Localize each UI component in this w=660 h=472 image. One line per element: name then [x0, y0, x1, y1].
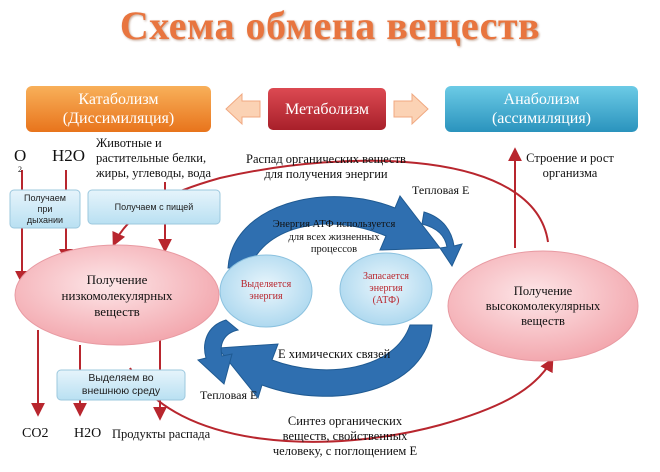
chem-bonds-label: Е химических связей [278, 347, 391, 361]
o2-label: O [14, 146, 27, 165]
food-box-label: Получаем с пищей [114, 201, 194, 212]
energy-top-arrow [227, 195, 441, 269]
breathing-box [9, 189, 81, 229]
o2-subscript: 2 [18, 165, 22, 174]
metabolism-label: Метаболизм [284, 100, 370, 118]
decay-products-label: Продукты распада [112, 427, 211, 441]
arrow-to-anabolism [393, 92, 429, 126]
page-title: Схема обмена веществ [119, 3, 541, 48]
metabolism-box [268, 88, 386, 130]
low-molecular-ellipse [14, 244, 220, 346]
arrow-to-catabolism [225, 92, 261, 126]
heat-bottom-arrow [196, 319, 240, 385]
catabolism-box [26, 86, 211, 132]
synthesis-cycle-arrow [129, 357, 554, 443]
high-molecular-ellipse [447, 250, 639, 362]
h2o-input-label: H2O [52, 146, 86, 165]
heat-top-label: Тепловая Е [412, 183, 470, 197]
catabolism-label: Катаболизм(Диссимиляция) [62, 91, 175, 127]
excrete-box [56, 369, 186, 401]
energy-bottom-arrow [217, 324, 433, 400]
h2o-output-label: H2O [74, 426, 102, 441]
anabolism-box [445, 86, 638, 132]
food-box [87, 189, 221, 225]
stored-energy-ellipse [339, 252, 433, 326]
heat-bottom-label: Тепловая Е [200, 388, 258, 402]
heat-top-arrow [421, 211, 463, 268]
anabolism-label: Анаболизм(ассимиляция) [491, 91, 592, 127]
co2-label: CO2 [22, 426, 49, 441]
released-energy-ellipse [219, 254, 313, 328]
